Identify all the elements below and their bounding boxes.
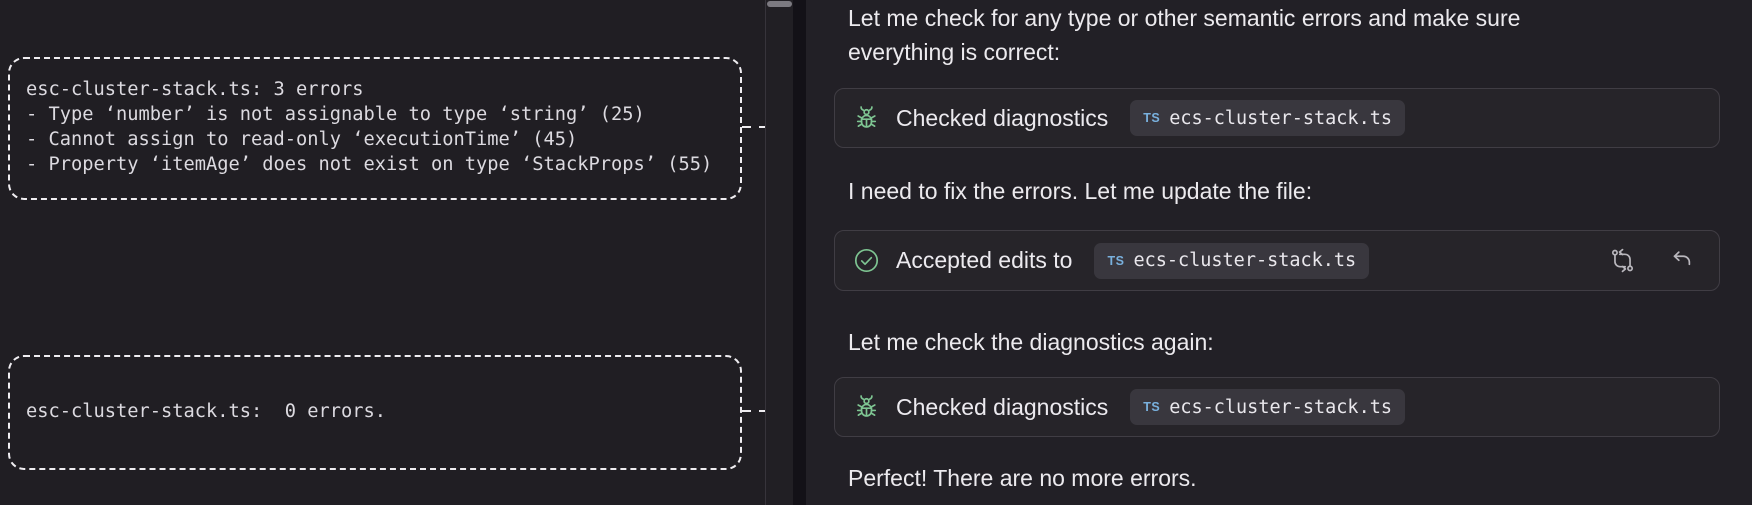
card-title: Checked diagnostics	[896, 104, 1109, 131]
terminal-clean-output-box: esc-cluster-stack.ts: 0 errors.	[8, 355, 742, 470]
checked-diagnostics-card[interactable]: Checked diagnostics TS ecs-cluster-stack…	[834, 377, 1720, 437]
scrollbar-track[interactable]	[766, 0, 793, 505]
message-line: everything is correct:	[848, 39, 1061, 65]
file-name: ecs-cluster-stack.ts	[1169, 107, 1392, 129]
undo-button[interactable]	[1668, 247, 1695, 274]
card-actions	[1609, 247, 1695, 274]
card-title: Accepted edits to	[896, 247, 1073, 273]
assistant-message-intro: Let me check for any type or other seman…	[848, 1, 1708, 69]
ts-language-badge: TS	[1107, 253, 1125, 268]
assistant-message-done: Perfect! There are no more errors.	[848, 465, 1197, 491]
terminal-error-output-box: esc-cluster-stack.ts: 3 errors - Type ‘n…	[8, 57, 742, 200]
assistant-message-fix: I need to fix the errors. Let me update …	[848, 178, 1313, 204]
ts-language-badge: TS	[1143, 111, 1161, 125]
terminal-line: - Type ‘number’ is not assignable to typ…	[26, 104, 645, 125]
view-diff-button[interactable]	[1609, 247, 1636, 274]
card-title: Checked diagnostics	[896, 393, 1109, 420]
ts-language-badge: TS	[1143, 400, 1161, 414]
file-chip[interactable]: TS ecs-cluster-stack.ts	[1094, 242, 1370, 279]
terminal-line: esc-cluster-stack.ts: 3 errors	[26, 79, 364, 100]
file-chip[interactable]: TS ecs-cluster-stack.ts	[1130, 389, 1405, 425]
file-name: ecs-cluster-stack.ts	[1133, 250, 1357, 271]
terminal-line: - Cannot assign to read-only ‘executionT…	[26, 129, 578, 150]
message-line: Let me check for any type or other seman…	[848, 5, 1521, 31]
terminal-panel: esc-cluster-stack.ts: 3 errors - Type ‘n…	[0, 0, 846, 505]
terminal-line: - Property ‘itemAge’ does not exist on t…	[26, 154, 713, 175]
diff-icon	[1609, 248, 1636, 277]
bug-icon	[853, 105, 880, 132]
check-circle-icon	[853, 247, 880, 274]
bug-icon	[853, 394, 880, 421]
undo-icon	[1668, 251, 1695, 277]
panel-divider	[765, 0, 766, 505]
terminal-line: esc-cluster-stack.ts: 0 errors.	[26, 401, 387, 422]
assistant-message-recheck: Let me check the diagnostics again:	[848, 329, 1214, 355]
file-chip[interactable]: TS ecs-cluster-stack.ts	[1130, 100, 1405, 136]
checked-diagnostics-card[interactable]: Checked diagnostics TS ecs-cluster-stack…	[834, 88, 1720, 148]
accepted-edits-card[interactable]: Accepted edits to TS ecs-cluster-stack.t…	[834, 230, 1720, 291]
panel-gap	[793, 0, 806, 505]
chat-panel: Let me check for any type or other seman…	[806, 0, 1752, 505]
file-name: ecs-cluster-stack.ts	[1169, 396, 1392, 418]
scrollbar-thumb[interactable]	[767, 1, 792, 7]
